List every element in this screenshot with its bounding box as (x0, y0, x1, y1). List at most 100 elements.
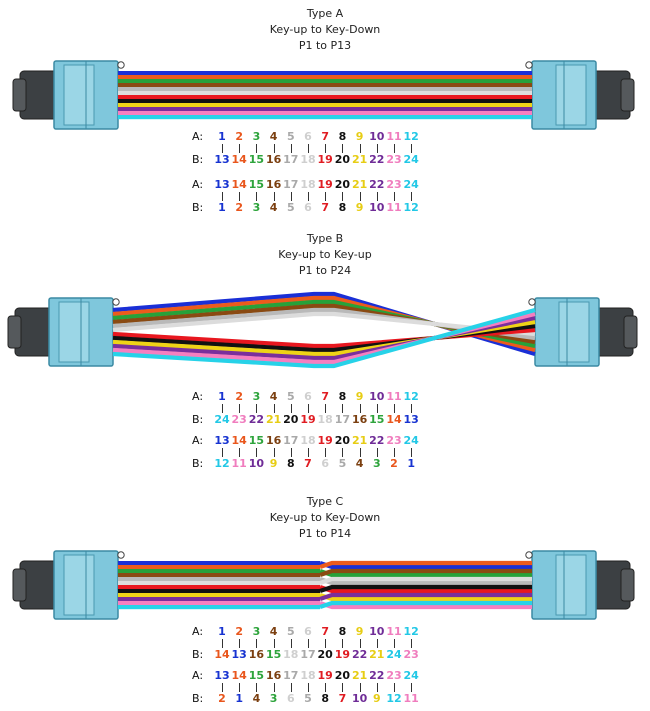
type-c-fiber-right-8 (319, 584, 532, 593)
type-b-map2-row-b-label: B: (192, 457, 204, 470)
type-c-map2-row-a-fiber-number: 23 (386, 669, 402, 682)
type-b-header: Type B Key-up to Key-up P1 to P24 (0, 231, 650, 279)
tick-mark (342, 639, 344, 648)
tick-mark (359, 404, 361, 413)
type-c-right-connector-boot (589, 560, 631, 610)
tick-mark (290, 192, 292, 201)
tick-mark (376, 144, 378, 153)
type-a-map1-row-a-fiber-number: 9 (355, 130, 364, 143)
type-a-map2-row-b-fiber-number: 12 (403, 201, 419, 214)
type-c-map1-row-a-fiber-number: 3 (252, 625, 261, 638)
type-c-map1-row-a-fiber-number: 8 (338, 625, 347, 638)
type-b-fiber-5 (112, 307, 536, 341)
type-b-fiber-12 (112, 307, 536, 369)
type-b-left-connector-housing (48, 297, 114, 367)
type-a-left-connector-key-dot (117, 61, 125, 69)
type-a-map1-row-a-fiber-number: 8 (338, 130, 347, 143)
tick-mark (325, 192, 327, 201)
type-a-map1-row-b-fiber-number: 23 (386, 153, 402, 166)
type-a-map1-row-b-fiber-number: 17 (283, 153, 299, 166)
tick-mark (325, 639, 327, 648)
type-b-map1-row-b-fiber-number: 19 (300, 413, 316, 426)
type-a-map1-row-b-label: B: (192, 153, 204, 166)
type-c-map2-row-b-fiber-number: 7 (338, 692, 347, 705)
type-b-map2-row-a-fiber-number: 22 (369, 434, 385, 447)
type-c-fiber-left-8 (118, 589, 320, 594)
type-a-fiber-1 (118, 71, 532, 76)
type-a-fiber-3 (118, 79, 532, 84)
type-b-map2-row-a-fiber-number: 19 (317, 434, 333, 447)
type-a-map1-row-a-fiber-number: 1 (218, 130, 226, 143)
type-c-map1-row-b-fiber-number: 23 (403, 648, 419, 661)
type-b-map2-row-b-fiber-number: 3 (372, 457, 381, 470)
type-c-map1-row-b-fiber-number: 22 (351, 648, 368, 661)
type-b-map2-row-a-fiber-number: 23 (386, 434, 402, 447)
tick-mark (342, 448, 344, 457)
type-a-left-connector-boot (19, 70, 61, 120)
tick-mark (273, 448, 275, 457)
type-b-map2-row-b-fiber-number: 1 (407, 457, 416, 470)
tick-mark (359, 683, 361, 692)
type-a-right-connector-boot-cap (620, 78, 635, 112)
type-a-map2-row-a-label: A: (192, 178, 204, 191)
type-a-right-connector-housing-inner (555, 64, 587, 126)
type-b-right-connector-key-dot (528, 298, 536, 306)
type-a-map2-row-b-fiber-number: 6 (304, 201, 312, 214)
type-c-fiber-right-9 (319, 593, 532, 602)
type-b-fiber-11 (112, 311, 536, 365)
type-b-map1-row-a-fiber-number: 2 (235, 390, 244, 403)
type-c-fiber-right-5 (319, 577, 532, 586)
type-a-map1-row-a-fiber-number: 6 (304, 130, 312, 143)
type-a-fiber-9 (118, 103, 532, 108)
type-a-map2-row-b-fiber-number: 1 (218, 201, 226, 214)
type-c-map2-row-a-fiber-number: 15 (248, 669, 265, 682)
type-b-fiber-9 (112, 319, 536, 357)
type-c-map1-row-b-fiber-number: 13 (231, 648, 247, 661)
type-c-map2-row-b-fiber-number: 5 (304, 692, 312, 705)
tick-mark (342, 192, 344, 201)
type-b-fiber-7 (112, 327, 536, 349)
type-c-right-connector-key-dot (525, 551, 533, 559)
type-c-map2-row-a-fiber-number: 17 (283, 669, 299, 682)
type-a-fiber-7 (118, 95, 532, 100)
type-c-fiber-right-3 (319, 569, 532, 578)
tick-mark (394, 144, 395, 153)
type-a-map2-row-a-fiber-number: 21 (351, 178, 368, 191)
type-a-map1-row-a-fiber-number: 4 (269, 130, 278, 143)
type-c-fiber-left-2 (118, 565, 320, 570)
tick-mark (411, 144, 413, 153)
type-b-map2-row-b-fiber-number: 7 (304, 457, 312, 470)
type-a-right-connector-housing (531, 60, 597, 130)
type-a-map2-row-a-fiber-number: 16 (265, 178, 282, 191)
tick-mark (308, 448, 309, 457)
type-c-fiber-left-4 (118, 573, 320, 578)
tick-mark (359, 144, 361, 153)
type-b-map1-row-b-fiber-number: 15 (369, 413, 385, 426)
type-a-map2-row-a-fiber-number: 14 (231, 178, 247, 191)
type-c-map2-row-b-fiber-number: 9 (372, 692, 381, 705)
type-c-map1-row-b-label: B: (192, 648, 204, 661)
type-b-fiber-8 (112, 323, 536, 353)
type-a-map1-row-a-fiber-number: 11 (386, 130, 402, 143)
type-c-map1-row-a-fiber-number: 7 (321, 625, 330, 638)
tick-mark (256, 404, 258, 413)
type-a-map2-row-b-fiber-number: 11 (386, 201, 402, 214)
type-b-map2-row-b-fiber-number: 11 (231, 457, 247, 470)
tick-mark (376, 639, 378, 648)
type-a-map2-row-b-fiber-number: 5 (286, 201, 295, 214)
type-b-map1-row-a-fiber-number: 9 (355, 390, 364, 403)
type-b-map2-row-a-fiber-number: 13 (214, 434, 230, 447)
type-a-map1-row-a-fiber-number: 7 (321, 130, 330, 143)
type-c-fiber-left-7 (118, 585, 320, 590)
type-c-map2-row-b-fiber-number: 3 (269, 692, 278, 705)
tick-mark (273, 683, 275, 692)
tick-mark (411, 683, 413, 692)
tick-mark (239, 404, 241, 413)
type-c-map1-row-b-fiber-number: 21 (369, 648, 385, 661)
type-c-map1-row-b-fiber-number: 15 (265, 648, 282, 661)
type-b-map1-row-b-fiber-number: 23 (231, 413, 247, 426)
type-c-map1-row-b-fiber-number: 16 (248, 648, 265, 661)
type-c-fiber-right-1 (319, 561, 532, 570)
type-c-fiber-right-7 (319, 585, 532, 594)
